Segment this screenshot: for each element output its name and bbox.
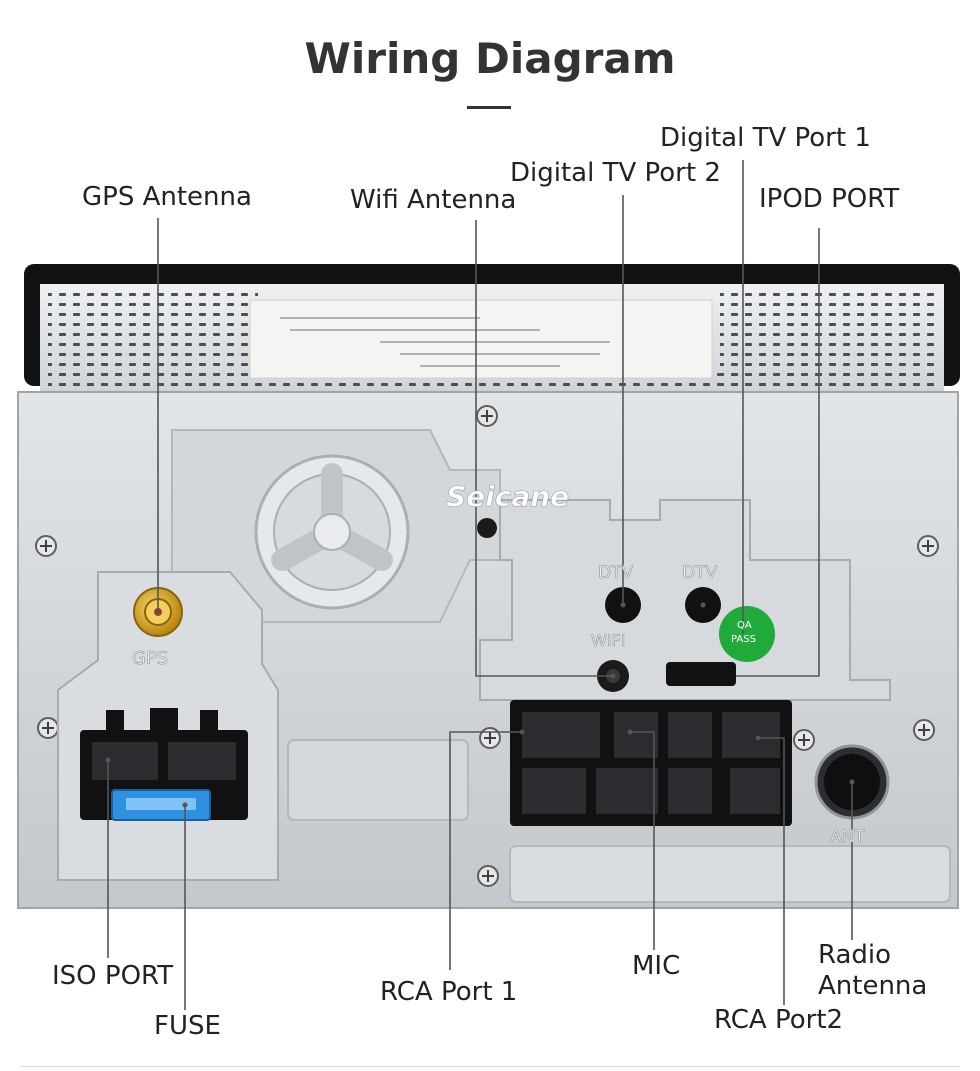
bottom-divider — [20, 1066, 960, 1067]
label-iso-port: ISO PORT — [52, 961, 174, 991]
ant-marking: ANT — [830, 827, 865, 847]
dtv-marking-right: DTV — [682, 563, 717, 583]
label-ipod-port: IPOD PORT — [759, 184, 900, 214]
brand-watermark: Seicane — [446, 480, 569, 513]
label-digital-tv-port-1: Digital TV Port 1 — [660, 123, 871, 153]
fan-vent-icon — [254, 454, 410, 610]
qa-pass-sticker — [719, 606, 775, 662]
gps-marking: GPS — [132, 648, 168, 669]
page-title: Wiring Diagram — [304, 34, 676, 83]
label-rca-port-1: RCA Port 1 — [380, 977, 518, 1007]
label-rca-port-2: RCA Port2 — [714, 1005, 844, 1035]
leader-lines — [107, 160, 853, 1010]
wifi-marking: WIFI — [591, 631, 625, 650]
dtv-marking-left: DTV — [598, 563, 633, 583]
rca-connector-bank — [510, 700, 792, 826]
sticker-text-qa: QA — [737, 620, 752, 631]
label-wifi-antenna: Wifi Antenna — [350, 185, 517, 215]
ipod-port-socket — [666, 662, 736, 686]
top-label-sticker — [249, 299, 713, 379]
label-digital-tv-port-2: Digital TV Port 2 — [510, 158, 721, 188]
sticker-text-pass: PASS — [731, 634, 756, 645]
label-mic: MIC — [632, 951, 681, 981]
title-underline — [467, 106, 511, 109]
label-fuse: FUSE — [154, 1011, 221, 1041]
label-radio-antenna-line2: Antenna — [818, 971, 928, 1001]
label-radio-antenna-line1: Radio — [818, 940, 892, 970]
label-gps-antenna: GPS Antenna — [82, 182, 252, 212]
